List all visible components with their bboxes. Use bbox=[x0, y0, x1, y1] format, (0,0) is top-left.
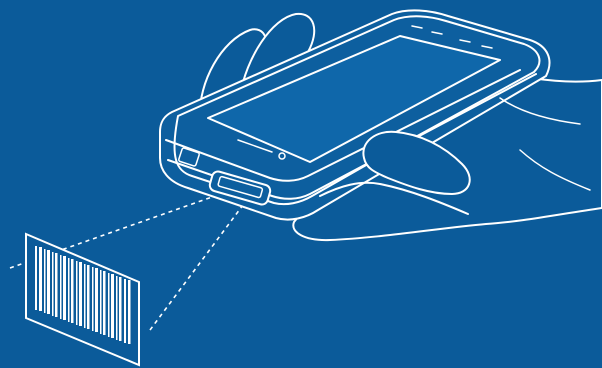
barcode-scanning-illustration bbox=[0, 0, 602, 368]
illustration-canvas bbox=[0, 0, 602, 368]
